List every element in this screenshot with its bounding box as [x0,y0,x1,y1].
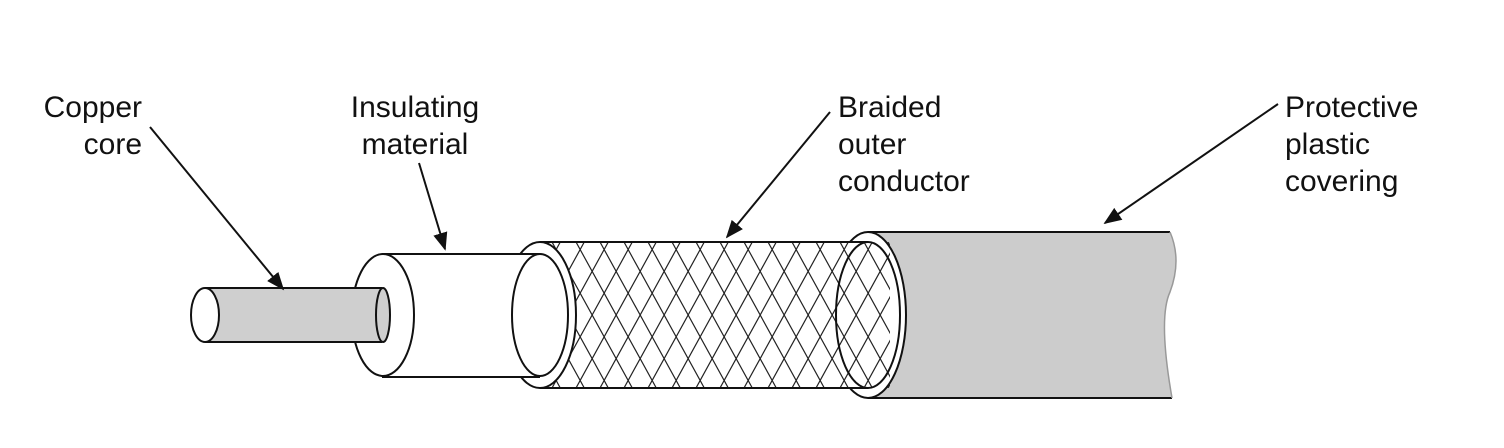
label-line: covering [1285,165,1399,198]
label-line: core [83,128,142,161]
protective-plastic-covering [829,231,1177,399]
protective-plastic-covering-label: Protective plastic covering [1285,89,1418,200]
copper-core-label: Copper core [34,89,142,163]
braid-strand [695,242,777,388]
braid-strand [575,242,657,388]
braid-strand [767,242,849,388]
braid-strand [863,242,890,291]
copper-core [190,287,391,343]
braid-strand [863,339,890,388]
braided-outer-conductor-arrow [725,111,831,239]
insulating-material-label: Insulating material [344,89,486,163]
braid-strand [599,242,681,388]
label-line: material [361,128,469,161]
label-line: outer [838,128,907,161]
braid-strand [719,242,801,388]
braided-outer-conductor-label: Braided outer conductor [838,89,970,200]
label-line: Copper [43,91,142,124]
braid-strand [743,242,825,388]
label-line: conductor [838,165,970,198]
braid-strand [671,242,753,388]
label-line: Braided [838,91,942,124]
copper-core-arrow [149,126,285,291]
label-line: plastic [1285,128,1371,161]
braid-strand [791,242,873,388]
insulating-material-arrow [418,162,448,251]
protective-plastic-covering-arrow [1103,103,1279,225]
label-line: Insulating [350,91,480,124]
insulating-material [351,253,569,378]
braid-strand [647,242,729,388]
braid-strand [623,242,705,388]
braid-strand [839,295,890,388]
label-line: Protective [1285,91,1419,124]
braid-strand [815,252,890,388]
